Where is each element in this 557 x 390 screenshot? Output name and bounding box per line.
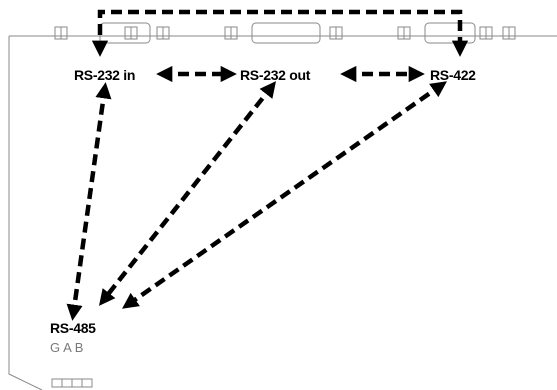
rs485-label: RS-485 <box>50 320 96 336</box>
rs422-label: RS-422 <box>430 67 476 83</box>
top-connectors <box>54 22 516 44</box>
rs232-in-label: RS-232 in <box>74 67 136 83</box>
arrow-rs232in-rs422-top <box>91 9 469 57</box>
bottom-connector <box>51 378 93 388</box>
arrow-rs422-rs485 <box>122 81 447 309</box>
arrow-rs232in-rs485 <box>66 82 112 321</box>
device-body <box>8 35 557 390</box>
rs485-pin-labels: GAB <box>50 340 87 355</box>
rs232-out-label: RS-232 out <box>240 67 311 83</box>
arrow-rs232out-rs485 <box>98 81 277 306</box>
